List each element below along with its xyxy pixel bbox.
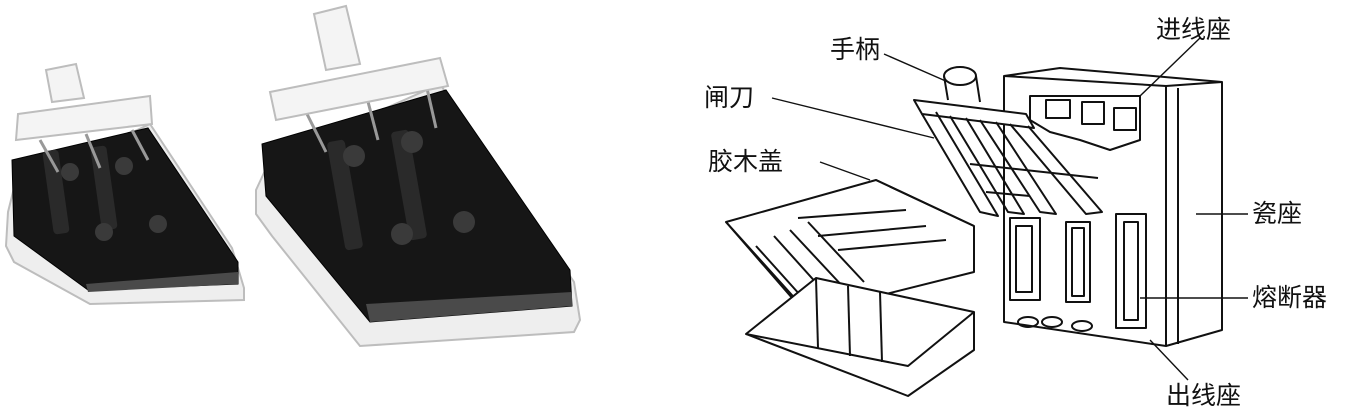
leader-lines (771, 37, 1248, 381)
large-knife-switch-photo (255, 4, 582, 348)
diagram-labels: 手柄 闸刀 胶木盖 进线座 瓷座 熔断器 出线座 (704, 15, 1327, 410)
porcelain-base-drawing (1003, 67, 1223, 347)
label-handle: 手柄 (830, 35, 880, 64)
label-inlet-seat: 进线座 (1156, 15, 1231, 44)
label-outlet-seat: 出线座 (1166, 381, 1241, 410)
small-knife-switch-photo (4, 62, 245, 306)
label-cover: 胶木盖 (708, 147, 783, 176)
cover-drawing-lower (745, 277, 975, 397)
exploded-diagram (725, 37, 1248, 397)
blade-assembly-drawing (913, 66, 1103, 217)
label-fuse: 熔断器 (1252, 283, 1327, 312)
label-porcelain-base: 瓷座 (1252, 199, 1302, 228)
label-blade: 闸刀 (704, 83, 754, 112)
